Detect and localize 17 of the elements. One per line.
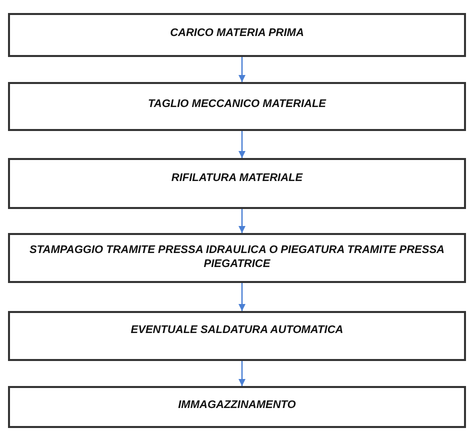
step-label: TAGLIO MECCANICO MATERIALE [146,97,328,111]
step-label: STAMPAGGIO TRAMITE PRESSA IDRAULICA O PIEGATURA TRAMITE PRESSA PIEGATRICE [28,243,446,271]
arrow [238,131,246,158]
step-label: CARICO MATERIA PRIMA [169,26,305,40]
process-box [8,233,466,283]
process-box [8,13,466,57]
process-box [8,311,466,361]
step-label: EVENTUALE SALDATURA AUTOMATICA [130,323,344,337]
process-box [8,386,466,428]
process-box [8,82,466,131]
arrow [238,361,246,386]
process-box [8,158,466,209]
arrow [238,57,246,82]
step-label: IMMAGAZZINAMENTO [177,398,297,412]
arrow [238,283,246,311]
arrow [238,209,246,233]
step-label: RIFILATURA MATERIALE [170,171,304,185]
